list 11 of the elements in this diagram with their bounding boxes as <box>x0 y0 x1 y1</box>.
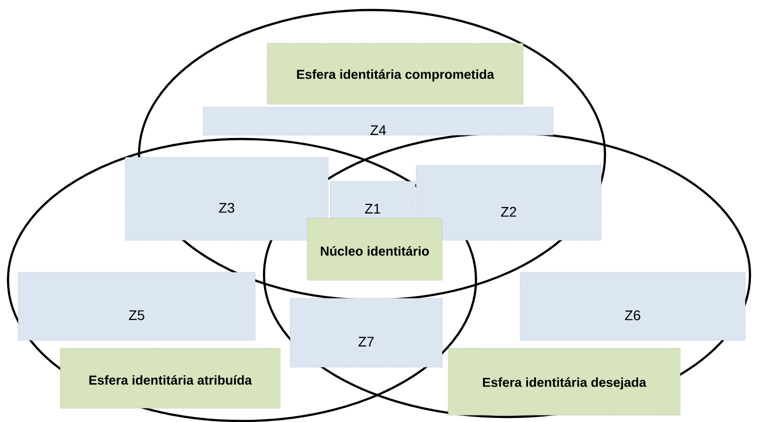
heading-box: Esfera identitária atribuída <box>60 348 280 408</box>
zone-box: Z2 <box>416 165 602 240</box>
zone-box: Z5 <box>18 272 256 340</box>
zone-box: Z1 <box>330 181 416 218</box>
heading-box: Esfera identitária desejada <box>448 348 680 416</box>
zone-box: Z7 <box>290 298 442 368</box>
heading-box: Esfera identitária comprometida <box>267 43 524 104</box>
zone-box: Z4 <box>203 107 554 136</box>
zone-box: Z3 <box>125 157 328 240</box>
zone-box: Z6 <box>520 272 746 340</box>
heading-box: Núcleo identitário <box>307 218 442 280</box>
